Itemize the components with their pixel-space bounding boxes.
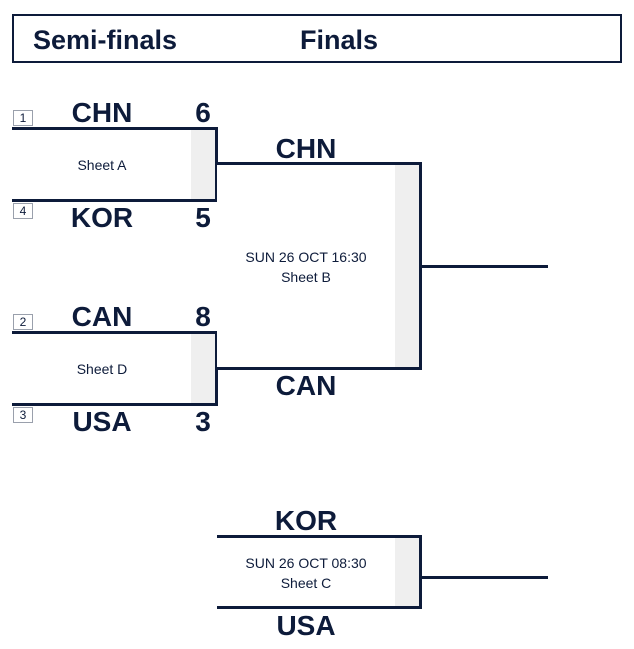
team-name: USA — [72, 406, 132, 437]
match-shade — [395, 538, 419, 606]
match-sheet: Sheet C — [280, 575, 332, 591]
team-score: 5 — [195, 202, 211, 233]
match-shade — [191, 130, 215, 199]
seed-badge: 4 — [13, 203, 33, 219]
team-name: USA — [276, 610, 336, 641]
seed-badge: 3 — [13, 407, 33, 423]
match-shade — [395, 165, 419, 367]
match-box — [217, 535, 422, 609]
team-name: CHN — [275, 133, 337, 164]
team-name: CAN — [71, 301, 133, 332]
seed-badge: 1 — [13, 110, 33, 126]
winner-connector-line — [422, 576, 548, 579]
match-box — [12, 127, 218, 202]
team-score: 8 — [195, 301, 211, 332]
match-datetime: SUN 26 OCT 16:30 — [245, 249, 367, 265]
match-datetime: SUN 26 OCT 08:30 — [245, 555, 367, 571]
match-sheet: Sheet B — [281, 269, 331, 285]
round-title-finals: Finals — [300, 25, 379, 55]
team-name: CHN — [71, 97, 133, 128]
match-sheet: Sheet A — [77, 157, 127, 173]
seed-badge: 2 — [13, 314, 33, 330]
winner-connector-line — [422, 265, 548, 268]
match-box — [12, 331, 218, 406]
match-shade — [191, 334, 215, 403]
team-score: 6 — [195, 97, 211, 128]
team-name: CAN — [275, 370, 337, 401]
round-title-semifinals: Semi-finals — [33, 25, 178, 55]
team-score: 3 — [195, 406, 211, 437]
team-name: KOR — [274, 505, 338, 536]
round-header — [12, 14, 622, 63]
match-sheet: Sheet D — [76, 361, 128, 377]
team-name: KOR — [70, 202, 134, 233]
match-box — [217, 162, 422, 370]
